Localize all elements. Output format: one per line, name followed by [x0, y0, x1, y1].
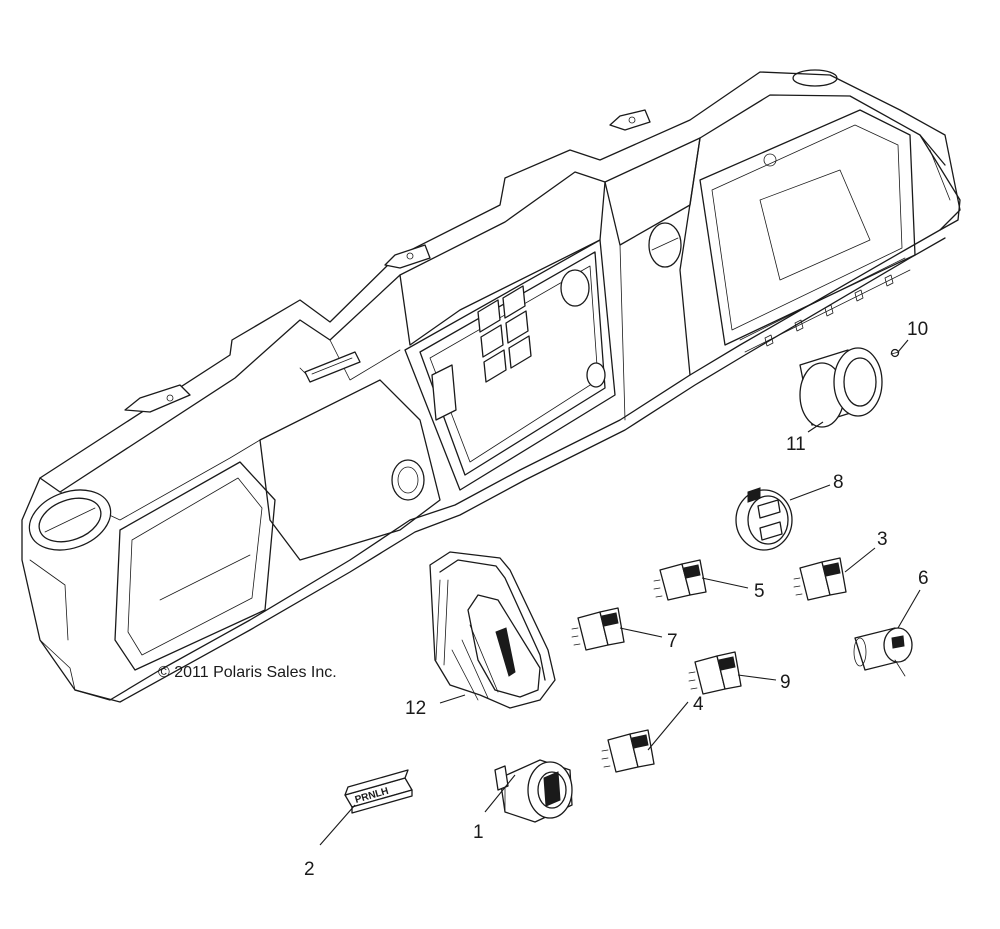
part-4-rocker-switch: [601, 729, 655, 773]
callout-6: 6: [918, 568, 929, 589]
center-right-hole: [648, 222, 682, 268]
part-1-ignition-switch: [494, 759, 573, 823]
part-7-rocker-switch: [571, 607, 625, 651]
callout-labels: 1 2 3 4 5 6 7 8 9 10 11 12: [304, 319, 929, 880]
callout-1: 1: [473, 822, 484, 843]
part-3-rocker-switch: [793, 557, 847, 601]
part-8-usb-outlet: [735, 487, 793, 551]
part-6-12v-outlet: [853, 627, 913, 677]
callout-12: 12: [405, 698, 426, 719]
part-12-shift-boot: [429, 551, 556, 709]
callout-11: 11: [786, 434, 806, 455]
part-9-rocker-switch: [688, 651, 742, 695]
right-storage-recess: [699, 109, 916, 353]
callout-10: 10: [907, 319, 928, 340]
center-gauge-bezel: [404, 239, 616, 491]
callout-9: 9: [780, 672, 791, 693]
left-switch-bay: [259, 351, 441, 561]
left-vent: [28, 489, 112, 551]
right-end-cap: [919, 134, 961, 231]
part-11-cup-holder: [799, 347, 883, 428]
leader-lines: [319, 339, 921, 846]
callout-3: 3: [877, 529, 888, 550]
callout-7: 7: [667, 631, 678, 652]
part-2-gear-indicator: PRNLH: [344, 769, 413, 814]
callout-8: 8: [833, 472, 844, 493]
copyright-notice: © 2011 Polaris Sales Inc.: [158, 664, 337, 681]
callout-5: 5: [754, 581, 765, 602]
callout-2: 2: [304, 859, 315, 880]
part-5-rocker-switch: [653, 559, 707, 601]
callout-4: 4: [693, 694, 704, 715]
part-10-screw: [890, 348, 900, 358]
left-storage-recess: [114, 461, 276, 671]
